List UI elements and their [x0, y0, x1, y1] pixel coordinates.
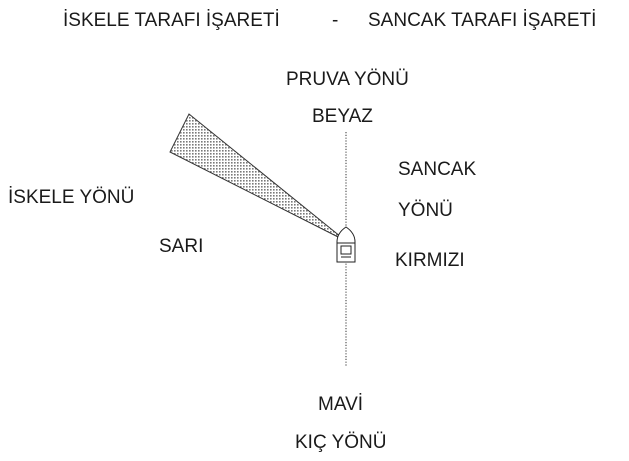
title-separator: -: [332, 10, 339, 31]
port-direction-label: İSKELE YÖNÜ: [8, 187, 135, 208]
diagram-title: İSKELE TARAFI İŞARETİ - SANCAK TARAFI İŞ…: [0, 11, 629, 33]
starboard-direction-label-line2: YÖNÜ: [398, 200, 453, 221]
stern-direction-label: KIÇ YÖNÜ: [295, 432, 387, 453]
title-starboard-marker: SANCAK TARAFI İŞARETİ: [368, 10, 597, 31]
bow-color-label: BEYAZ: [312, 106, 373, 127]
boat-icon: [336, 226, 356, 263]
bow-direction-label: PRUVA YÖNÜ: [286, 69, 409, 90]
stern-color-label: MAVİ: [318, 394, 364, 415]
title-port-marker: İSKELE TARAFI İŞARETİ: [63, 10, 280, 31]
light-sector: [169, 113, 347, 242]
starboard-color-label: KIRMIZI: [395, 250, 465, 271]
port-color-label: SARI: [159, 236, 204, 257]
starboard-direction-label-line1: SANCAK: [398, 159, 477, 180]
